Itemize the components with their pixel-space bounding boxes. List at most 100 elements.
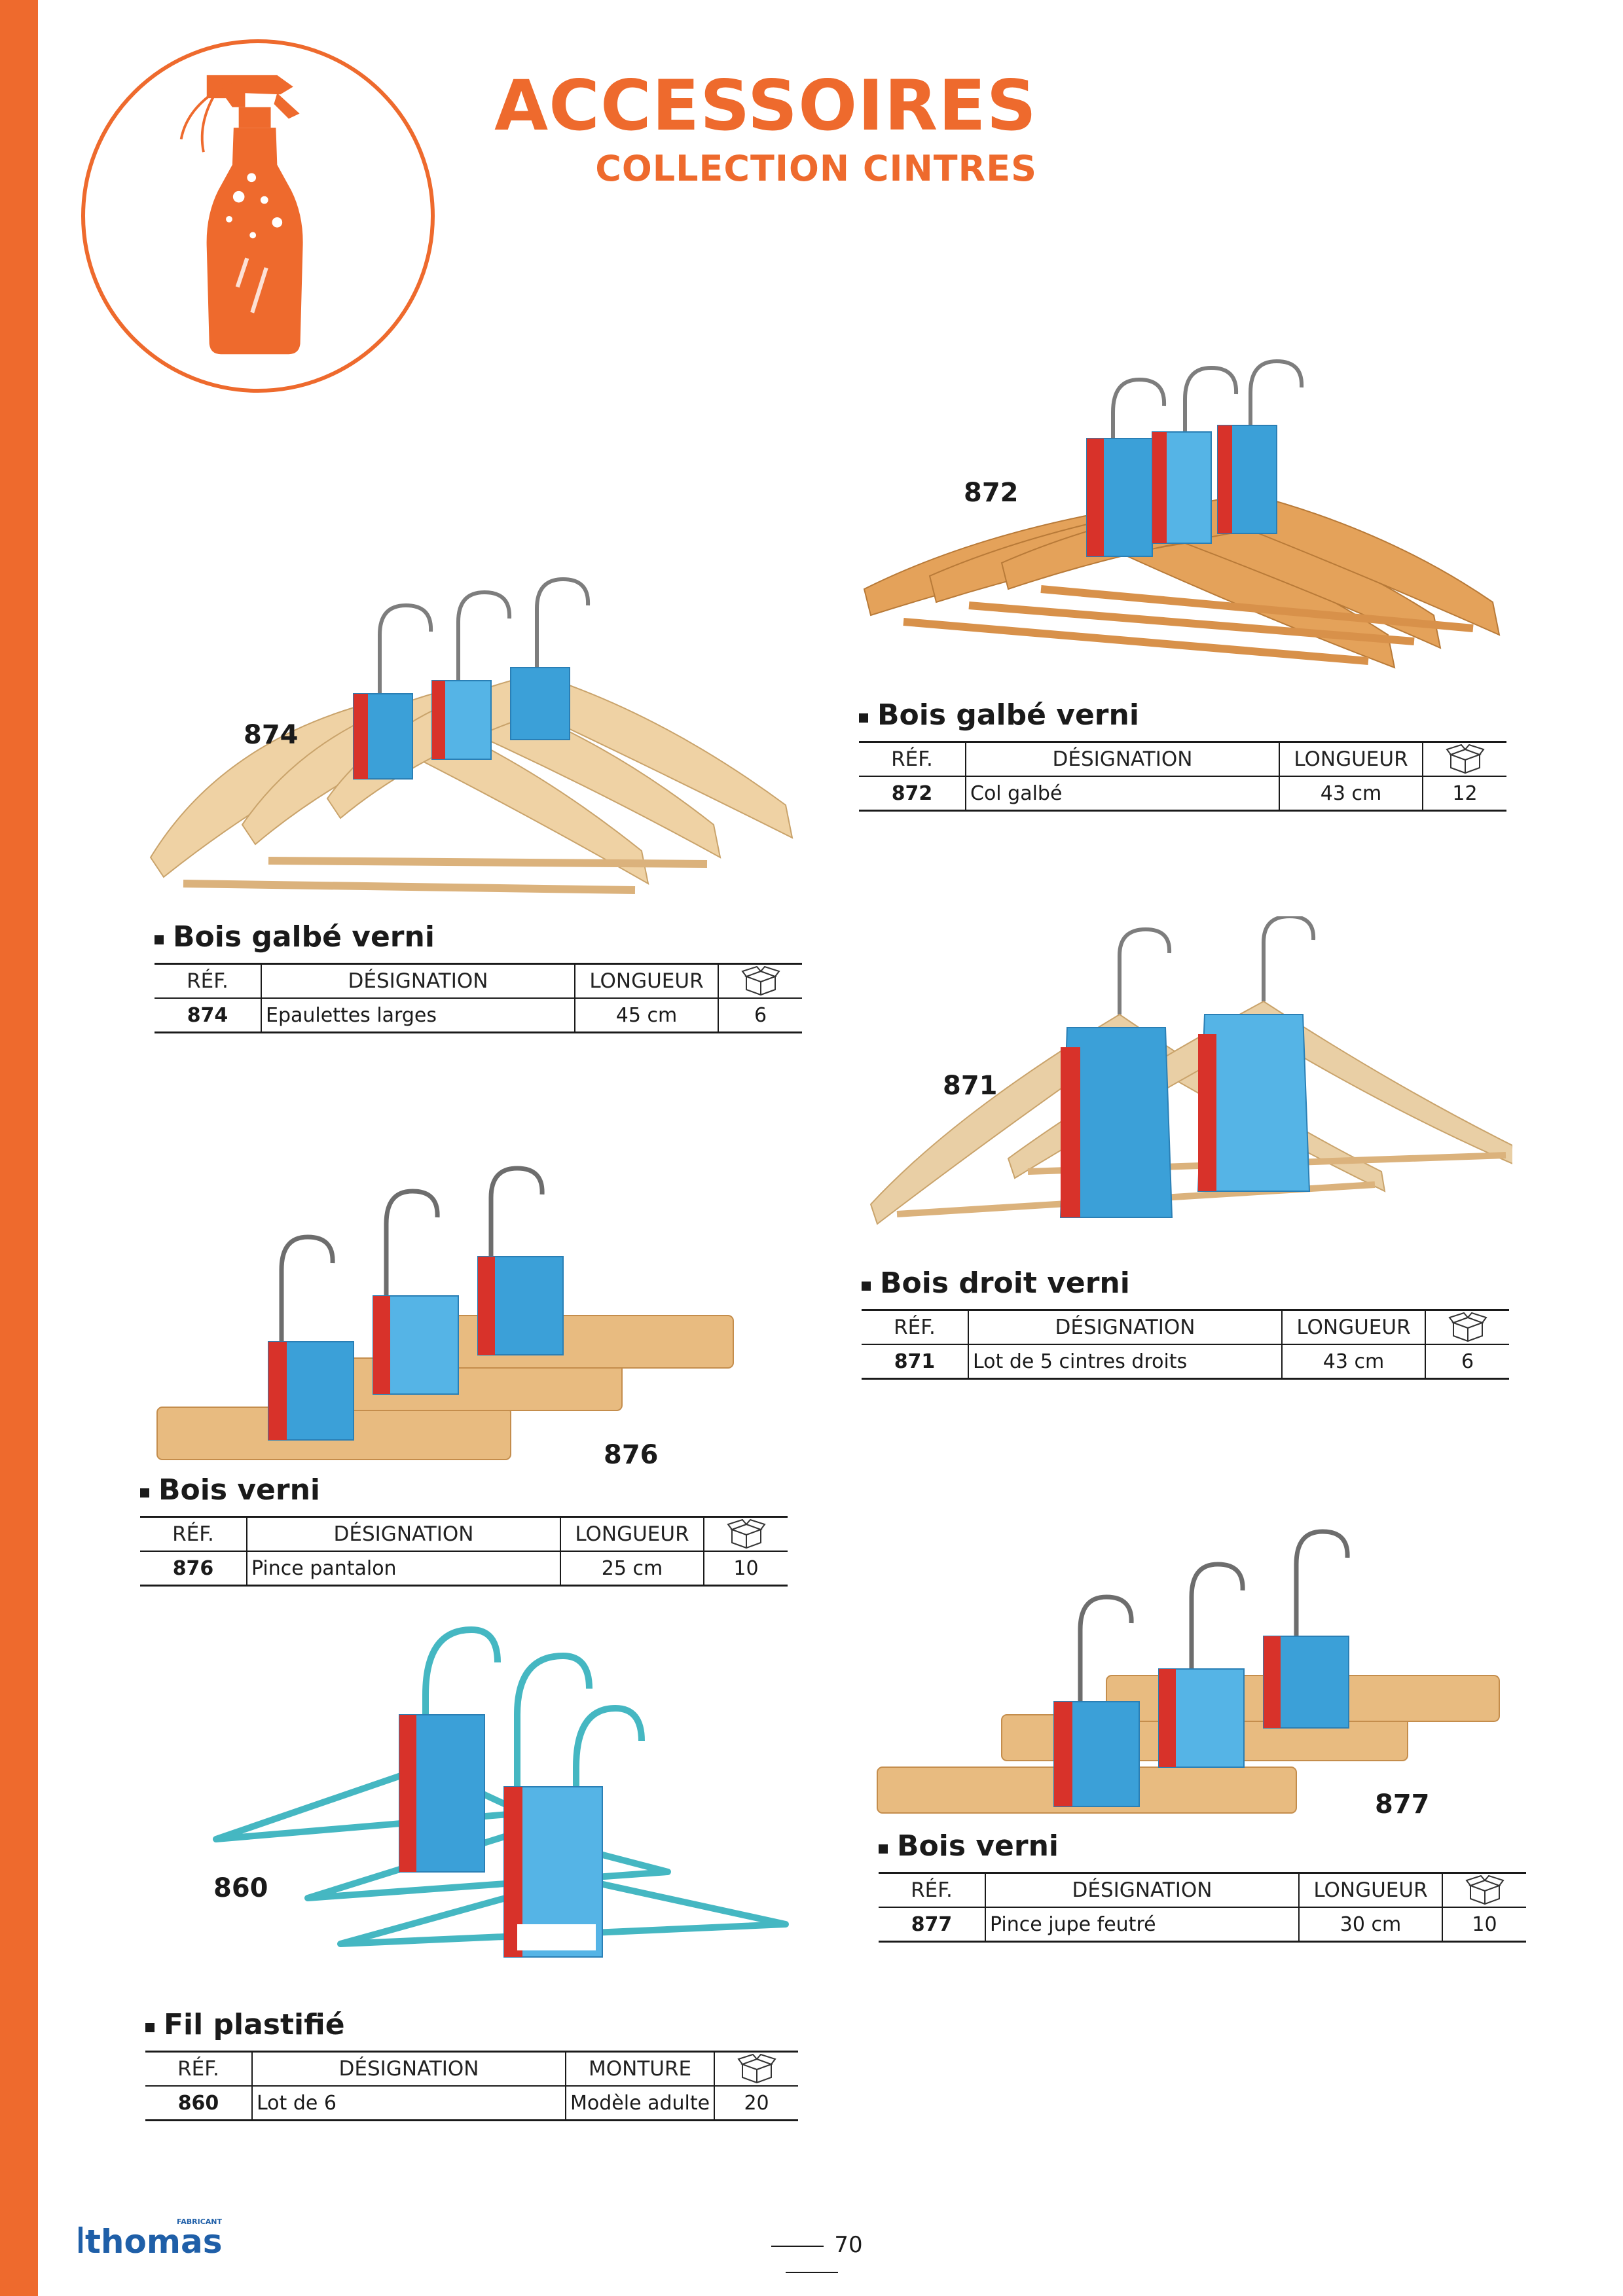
cell-ref: 871 <box>862 1344 968 1380</box>
product-title-text: Fil plastifié <box>164 2008 345 2041</box>
bullet-icon <box>155 935 164 944</box>
cell-longueur: 43 cm <box>1279 776 1423 812</box>
col-header-ref: RÉF. <box>145 2051 252 2087</box>
col-header-ref: RÉF. <box>155 963 261 999</box>
bullet-icon <box>859 713 868 723</box>
col-header-longueur: LONGUEUR <box>1298 1872 1442 1908</box>
bullet-icon <box>140 1488 149 1498</box>
col-header-designation: DÉSIGNATION <box>968 1309 1282 1345</box>
table-header-row: RÉF. DÉSIGNATION LONGUEUR <box>140 1516 788 1552</box>
cell-longueur: 30 cm <box>1298 1907 1442 1943</box>
cell-ref: 872 <box>859 776 966 812</box>
bullet-icon <box>862 1282 871 1291</box>
cell-designation: Col galbé <box>965 776 1279 812</box>
cell-designation: Pince jupe feutré <box>985 1907 1299 1943</box>
cell-longueur: 25 cm <box>560 1551 704 1587</box>
product-ref-label-860: 860 <box>213 1873 268 1903</box>
cell-qty: 6 <box>718 998 802 1033</box>
product-title: Bois galbé verni <box>859 695 1506 736</box>
product-ref-label-876: 876 <box>604 1440 659 1470</box>
product-title-text: Bois galbé verni <box>877 698 1139 732</box>
product-block-871: Bois droit verni RÉF. DÉSIGNATION LONGUE… <box>862 1263 1509 1380</box>
col-header-designation: DÉSIGNATION <box>261 963 575 999</box>
product-photo-860 <box>210 1617 799 1996</box>
product-block-872: Bois galbé verni RÉF. DÉSIGNATION LONGUE… <box>859 695 1506 812</box>
cell-longueur: 43 cm <box>1281 1344 1425 1380</box>
table-header-row: RÉF. DÉSIGNATION LONGUEUR <box>862 1309 1509 1345</box>
col-header-ref: RÉF. <box>879 1872 985 1908</box>
product-title: Bois droit verni <box>862 1263 1509 1304</box>
col-header-longueur: LONGUEUR <box>560 1516 704 1552</box>
table-row: 872 Col galbé 43 cm 12 <box>859 776 1506 812</box>
table-header-row: RÉF. DÉSIGNATION MONTURE <box>145 2051 799 2087</box>
table-header-row: RÉF. DÉSIGNATION LONGUEUR <box>879 1872 1526 1908</box>
table-row: 877 Pince jupe feutré 30 cm 10 <box>879 1907 1526 1943</box>
col-header-longueur: LONGUEUR <box>1279 741 1423 777</box>
product-title-text: Bois droit verni <box>880 1266 1130 1300</box>
product-block-874: Bois galbé verni RÉF. DÉSIGNATION LONGUE… <box>155 917 802 1033</box>
col-header-longueur: LONGUEUR <box>574 963 718 999</box>
page-title: ACCESSOIRES <box>494 65 1037 146</box>
product-ref-label-877: 877 <box>1375 1789 1430 1820</box>
col-header-box <box>1425 1309 1509 1345</box>
carton-box-icon <box>740 966 780 996</box>
col-header-longueur: LONGUEUR <box>1281 1309 1425 1345</box>
col-header-designation: DÉSIGNATION <box>965 741 1279 777</box>
product-photo-871 <box>858 916 1512 1244</box>
product-title-text: Bois verni <box>897 1829 1059 1863</box>
cell-ref: 874 <box>155 998 261 1033</box>
bullet-icon <box>145 2023 155 2032</box>
cell-qty: 10 <box>703 1551 788 1587</box>
product-photo-872 <box>851 353 1506 733</box>
col-header-box <box>703 1516 788 1552</box>
product-title: Fil plastifié <box>145 2005 798 2045</box>
page-number: 70 <box>733 2232 890 2284</box>
product-spec-table: RÉF. DÉSIGNATION LONGUEUR 871 Lot de 5 c… <box>862 1309 1509 1380</box>
table-row: 874 Epaulettes larges 45 cm 6 <box>155 998 802 1033</box>
cell-ref: 876 <box>140 1551 247 1587</box>
product-block-876: Bois verni RÉF. DÉSIGNATION LONGUEUR 876… <box>140 1470 788 1587</box>
page-subtitle: COLLECTION CINTRES <box>595 148 1037 189</box>
product-title-text: Bois galbé verni <box>173 920 435 954</box>
col-header-ref: RÉF. <box>140 1516 247 1552</box>
product-spec-table: RÉF. DÉSIGNATION LONGUEUR 876 Pince pant… <box>140 1516 788 1587</box>
product-block-877: Bois verni RÉF. DÉSIGNATION LONGUEUR 877… <box>879 1826 1526 1943</box>
table-header-row: RÉF. DÉSIGNATION LONGUEUR <box>155 963 802 999</box>
col-header-designation: DÉSIGNATION <box>985 1872 1299 1908</box>
col-header-box <box>714 2051 799 2087</box>
cell-qty: 20 <box>714 2086 799 2121</box>
table-row: 876 Pince pantalon 25 cm 10 <box>140 1551 788 1587</box>
col-header-monture: MONTURE <box>564 2051 715 2087</box>
product-title: Bois verni <box>879 1826 1526 1867</box>
product-ref-label-871: 871 <box>943 1071 998 1101</box>
product-title: Bois verni <box>140 1470 788 1511</box>
product-photo-876 <box>151 1165 740 1466</box>
carton-box-icon <box>1448 1312 1487 1342</box>
side-accent-bar <box>0 0 38 2296</box>
col-header-box <box>718 963 802 999</box>
cell-ref: 877 <box>879 1907 985 1943</box>
cell-monture: Modèle adulte <box>564 2086 715 2121</box>
cell-designation: Epaulettes larges <box>261 998 575 1033</box>
product-title-text: Bois verni <box>158 1473 320 1507</box>
product-spec-table: RÉF. DÉSIGNATION LONGUEUR 872 Col galbé … <box>859 741 1506 812</box>
col-header-box <box>1422 741 1506 777</box>
bullet-icon <box>879 1844 888 1854</box>
col-header-designation: DÉSIGNATION <box>251 2051 566 2087</box>
table-row: 860 Lot de 6 Modèle adulte 20 <box>145 2086 799 2121</box>
carton-box-icon <box>1445 744 1485 774</box>
product-ref-label-874: 874 <box>244 720 299 750</box>
cell-qty: 12 <box>1422 776 1506 812</box>
carton-box-icon <box>726 1519 766 1549</box>
cell-qty: 6 <box>1425 1344 1509 1380</box>
category-icon-circle <box>81 39 435 393</box>
product-ref-label-872: 872 <box>964 478 1019 508</box>
product-spec-table: RÉF. DÉSIGNATION MONTURE 860 Lot de 6 Mo… <box>145 2051 799 2121</box>
product-title: Bois galbé verni <box>155 917 802 958</box>
product-photo-877 <box>871 1525 1512 1820</box>
col-header-box <box>1442 1872 1526 1908</box>
brand-name: thomas <box>85 2223 222 2258</box>
product-photo-874 <box>144 576 799 916</box>
table-header-row: RÉF. DÉSIGNATION LONGUEUR <box>859 741 1506 777</box>
product-spec-table: RÉF. DÉSIGNATION LONGUEUR 874 Epaulettes… <box>155 963 802 1033</box>
